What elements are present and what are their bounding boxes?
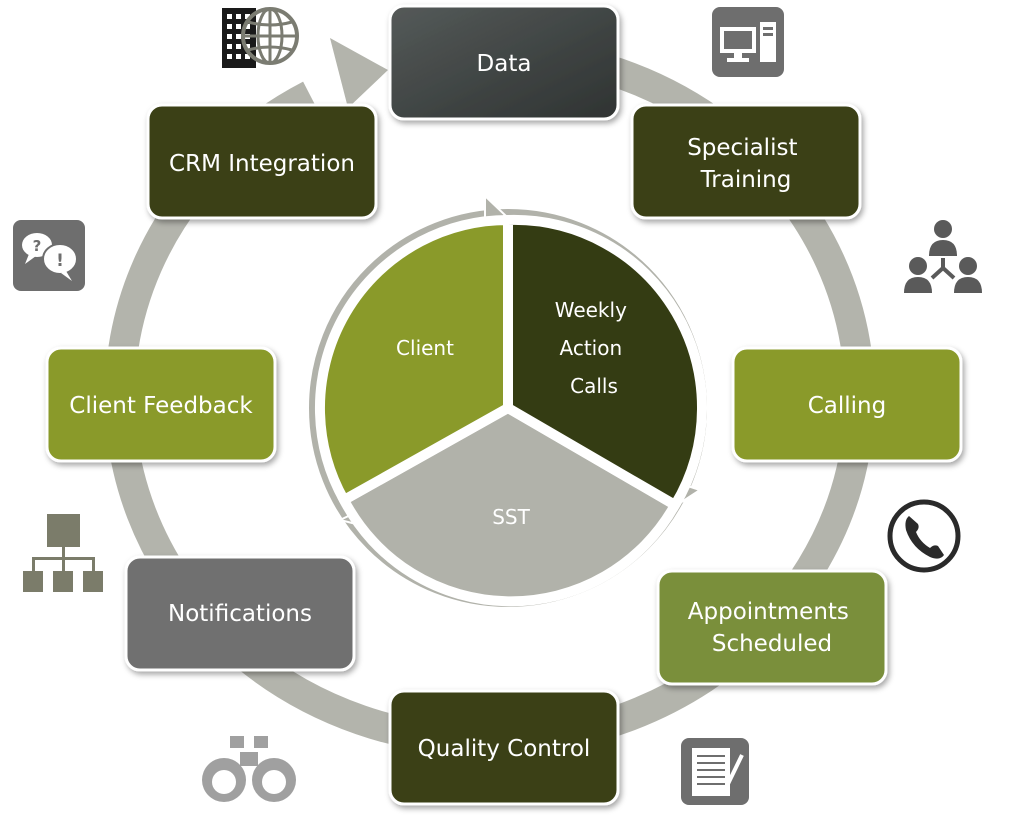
org-chart-icon <box>23 514 103 592</box>
inner-label-weekly-action-calls: Weekly Action Calls <box>555 298 634 398</box>
step-box-data: Data <box>388 4 620 121</box>
inner-label-sst: SST <box>492 505 530 529</box>
binoculars-icon <box>202 736 296 802</box>
step-box-client-feedback: Client Feedback <box>45 346 277 463</box>
svg-text:Quality Control: Quality Control <box>418 736 591 762</box>
svg-text:Appointments Scheduled: Appointments Scheduled <box>688 599 856 657</box>
svg-text:!: ! <box>56 251 64 271</box>
svg-text:?: ? <box>33 237 42 255</box>
step-box-quality-control: Quality Control <box>388 689 620 806</box>
building-globe-icon <box>222 7 299 68</box>
step-box-calling: Calling <box>731 346 963 463</box>
svg-text:Notifications: Notifications <box>168 601 312 627</box>
pie-segment-weekly-action-calls <box>503 214 708 512</box>
svg-text:CRM Integration: CRM Integration <box>169 151 355 177</box>
step-box-crm-integration: CRM Integration <box>146 103 378 220</box>
checklist-icon <box>681 738 749 805</box>
step-box-specialist-training: Specialist Training <box>630 103 862 220</box>
svg-text:Specialist Training: Specialist Training <box>687 135 805 193</box>
chat-bubbles-icon: ? ! <box>13 220 85 291</box>
step-box-appointments-scheduled: Appointments Scheduled <box>656 569 888 686</box>
svg-text:Calling: Calling <box>808 393 887 419</box>
svg-text:Data: Data <box>477 51 532 77</box>
svg-text:Client Feedback: Client Feedback <box>69 393 253 419</box>
inner-pie <box>315 214 708 607</box>
team-network-icon <box>904 220 982 293</box>
phone-icon <box>887 499 961 573</box>
inner-label-client: Client <box>396 336 454 360</box>
step-box-notifications: Notifications <box>124 555 356 672</box>
pie-segment-client <box>315 214 513 507</box>
computer-icon <box>712 7 784 77</box>
outer-cycle-arrowhead <box>330 38 388 108</box>
